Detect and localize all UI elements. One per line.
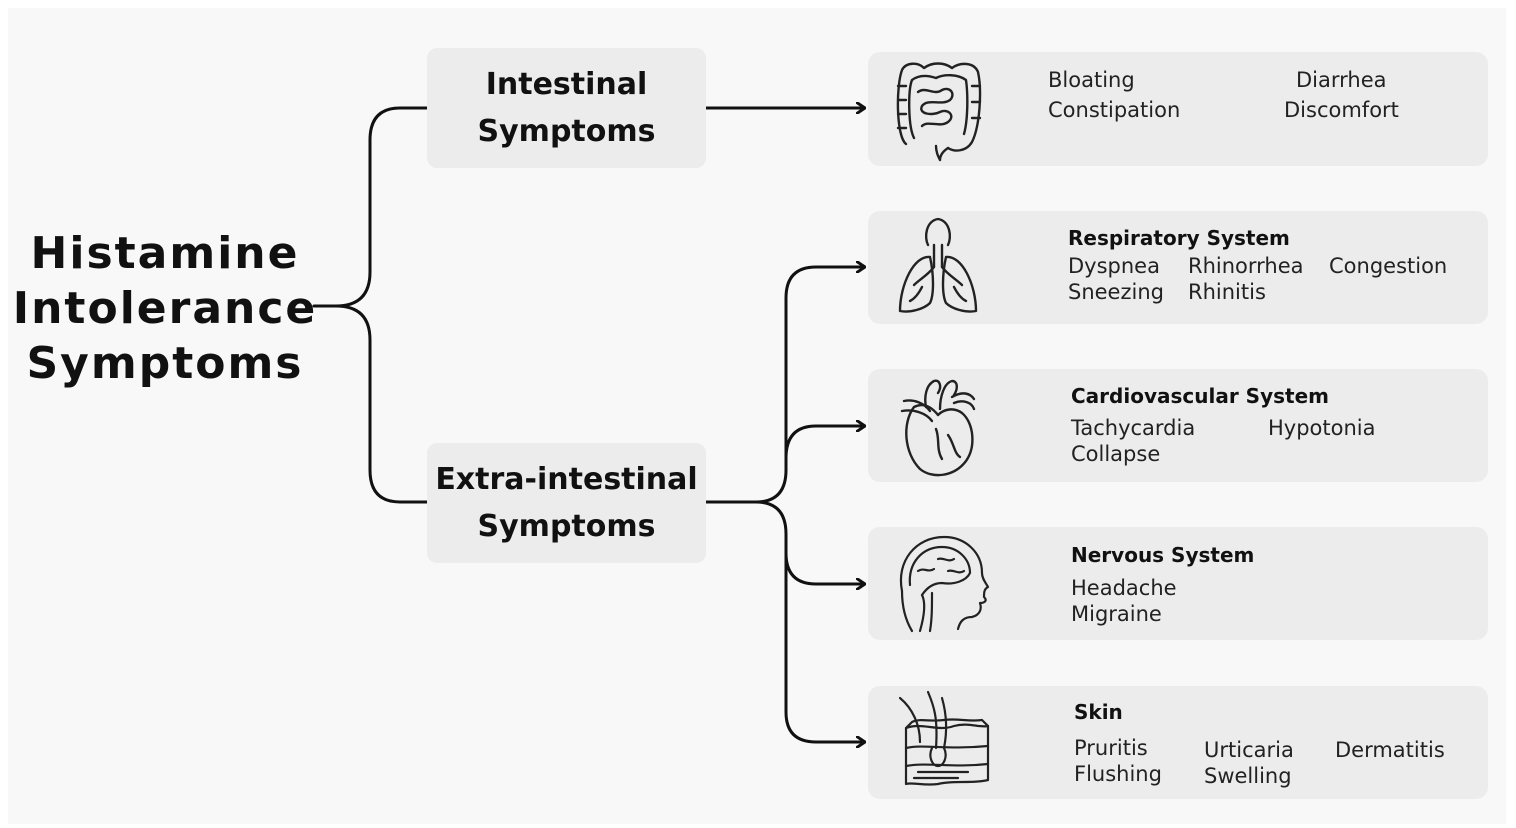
skin-icon xyxy=(898,690,990,786)
symptom-item: Diarrhea xyxy=(1296,68,1387,92)
intestinal-card: Bloating Constipation Diarrhea Discomfor… xyxy=(868,52,1488,166)
symptom-item: Rhinitis xyxy=(1188,280,1266,304)
symptom-item: Headache xyxy=(1071,576,1177,600)
cardiovascular-card: Cardiovascular System Tachycardia Hypoto… xyxy=(868,369,1488,482)
symptom-item: Migraine xyxy=(1071,602,1162,626)
symptom-item: Hypotonia xyxy=(1268,416,1376,440)
symptom-item: Dyspnea xyxy=(1068,254,1160,278)
respiratory-card: Respiratory System Dyspnea Rhinorrhea Co… xyxy=(868,211,1488,324)
symptom-item: Congestion xyxy=(1329,254,1448,278)
arrow-cardio xyxy=(784,426,864,460)
extra-trunk xyxy=(704,267,864,504)
symptom-item: Dermatitis xyxy=(1335,738,1445,762)
root-title: Histamine Intolerance Symptoms xyxy=(10,226,320,391)
nervous-card: Nervous System Headache Migraine xyxy=(868,527,1488,640)
skin-card: Skin Pruritis Urticaria Dermatitis Flush… xyxy=(868,686,1488,799)
symptom-item: Tachycardia xyxy=(1071,416,1196,440)
category-label-line: Intestinal xyxy=(485,67,648,102)
symptom-item: Swelling xyxy=(1204,764,1292,788)
extra-intestinal-category-box: Extra-intestinal Symptoms xyxy=(427,443,706,563)
symptom-item: Rhinorrhea xyxy=(1188,254,1304,278)
card-title: Cardiovascular System xyxy=(1071,384,1329,408)
card-title: Respiratory System xyxy=(1068,226,1290,250)
root-connector xyxy=(312,106,430,308)
symptom-item: Discomfort xyxy=(1284,98,1399,122)
card-title: Skin xyxy=(1074,700,1123,724)
arrow-skin xyxy=(784,551,864,742)
category-label-line: Symptoms xyxy=(477,509,656,544)
card-title: Nervous System xyxy=(1071,543,1255,567)
category-label-line: Extra-intestinal xyxy=(435,462,698,497)
symptom-item: Urticaria xyxy=(1204,738,1294,762)
category-label-line: Symptoms xyxy=(477,114,656,149)
root-title-line: Symptoms xyxy=(26,338,304,389)
brain-icon xyxy=(899,535,990,633)
root-connector-lower xyxy=(334,304,430,504)
intestinal-category-box: Intestinal Symptoms xyxy=(427,48,706,168)
symptom-item: Pruritis xyxy=(1074,736,1148,760)
heart-icon xyxy=(900,379,976,477)
symptom-item: Collapse xyxy=(1071,442,1161,466)
lungs-icon xyxy=(898,217,978,313)
symptom-item: Constipation xyxy=(1048,98,1181,122)
root-title-line: Intolerance xyxy=(12,283,318,334)
root-title-line: Histamine xyxy=(30,228,300,279)
arrow-nervous xyxy=(754,500,864,584)
intestine-icon xyxy=(896,62,982,162)
symptom-item: Flushing xyxy=(1074,762,1162,786)
symptom-item: Bloating xyxy=(1048,68,1135,92)
symptom-item: Sneezing xyxy=(1068,280,1164,304)
